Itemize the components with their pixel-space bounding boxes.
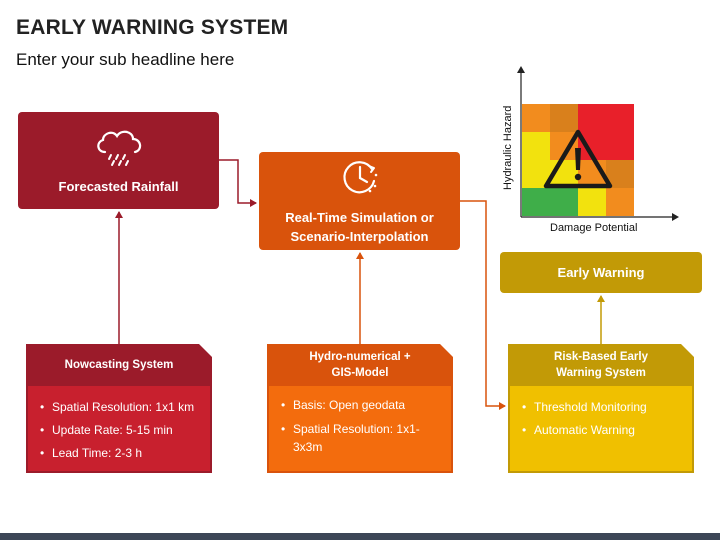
cloud-rain-icon bbox=[91, 128, 147, 171]
simulation-label-line2: Scenario-Interpolation bbox=[290, 228, 429, 244]
risk-matrix-cell bbox=[606, 104, 634, 132]
risk-matrix-cell bbox=[606, 132, 634, 160]
risk-card-body: Threshold Monitoring Automatic Warning bbox=[508, 386, 694, 473]
list-item: Automatic Warning bbox=[522, 419, 684, 442]
warning-icon bbox=[543, 129, 613, 189]
hydro-card-title-line2: GIS-Model bbox=[331, 367, 389, 379]
early-warning-box: Early Warning bbox=[500, 252, 702, 293]
early-warning-label: Early Warning bbox=[557, 265, 645, 280]
risk-matrix-cell bbox=[522, 188, 550, 216]
risk-matrix-cell bbox=[522, 132, 550, 160]
page-title: EARLY WARNING SYSTEM bbox=[16, 16, 289, 39]
page-subtitle: Enter your sub headline here bbox=[16, 50, 235, 69]
hydro-card-body: Basis: Open geodata Spatial Resolution: … bbox=[267, 386, 453, 473]
list-item: Basis: Open geodata bbox=[281, 396, 443, 414]
risk-matrix-cell bbox=[578, 104, 606, 132]
list-item: Update Rate: 5-15 min bbox=[40, 419, 202, 442]
hydro-card-title-line1: Hydro-numerical + bbox=[309, 351, 411, 363]
risk-matrix-x-label: Damage Potential bbox=[550, 222, 638, 234]
risk-matrix-cell bbox=[522, 104, 550, 132]
hydro-card-title: Hydro-numerical + GIS-Model bbox=[267, 344, 453, 386]
arrow-rainfall-to-simulation bbox=[219, 159, 257, 207]
risk-matrix-cell bbox=[578, 188, 606, 216]
nowcasting-card-title: Nowcasting System bbox=[26, 344, 212, 386]
risk-matrix-cell bbox=[550, 104, 578, 132]
risk-matrix-x-arrowhead bbox=[672, 213, 679, 221]
arrow-simulation-to-risk bbox=[460, 200, 506, 410]
footer-bar bbox=[0, 533, 720, 540]
nowcasting-card: Nowcasting System Spatial Resolution: 1x… bbox=[26, 344, 212, 473]
hydro-card: Hydro-numerical + GIS-Model Basis: Open … bbox=[267, 344, 453, 473]
risk-card-title-line2: Warning System bbox=[556, 367, 646, 379]
simulation-box: Real-Time Simulation or Scenario-Interpo… bbox=[259, 152, 460, 250]
risk-card: Risk-Based Early Warning System Threshol… bbox=[508, 344, 694, 473]
risk-matrix-cell bbox=[606, 188, 634, 216]
forecasted-rainfall-label: Forecasted Rainfall bbox=[58, 178, 179, 194]
nowcasting-card-body: Spatial Resolution: 1x1 km Update Rate: … bbox=[26, 386, 212, 473]
list-item: Threshold Monitoring bbox=[522, 396, 684, 419]
simulation-label-line1: Real-Time Simulation or bbox=[285, 209, 434, 225]
list-item: Spatial Resolution: 1x1 km bbox=[40, 396, 202, 419]
risk-card-title: Risk-Based Early Warning System bbox=[508, 344, 694, 386]
risk-matrix-y-arrowhead bbox=[517, 66, 525, 73]
forecasted-rainfall-box: Forecasted Rainfall bbox=[18, 112, 219, 209]
risk-matrix-cell bbox=[550, 188, 578, 216]
list-item: Lead Time: 2-3 h bbox=[40, 442, 202, 465]
risk-card-title-line1: Risk-Based Early bbox=[554, 351, 648, 363]
clock-icon bbox=[340, 157, 380, 202]
list-item: Spatial Resolution: 1x1-3x3m bbox=[281, 420, 443, 456]
